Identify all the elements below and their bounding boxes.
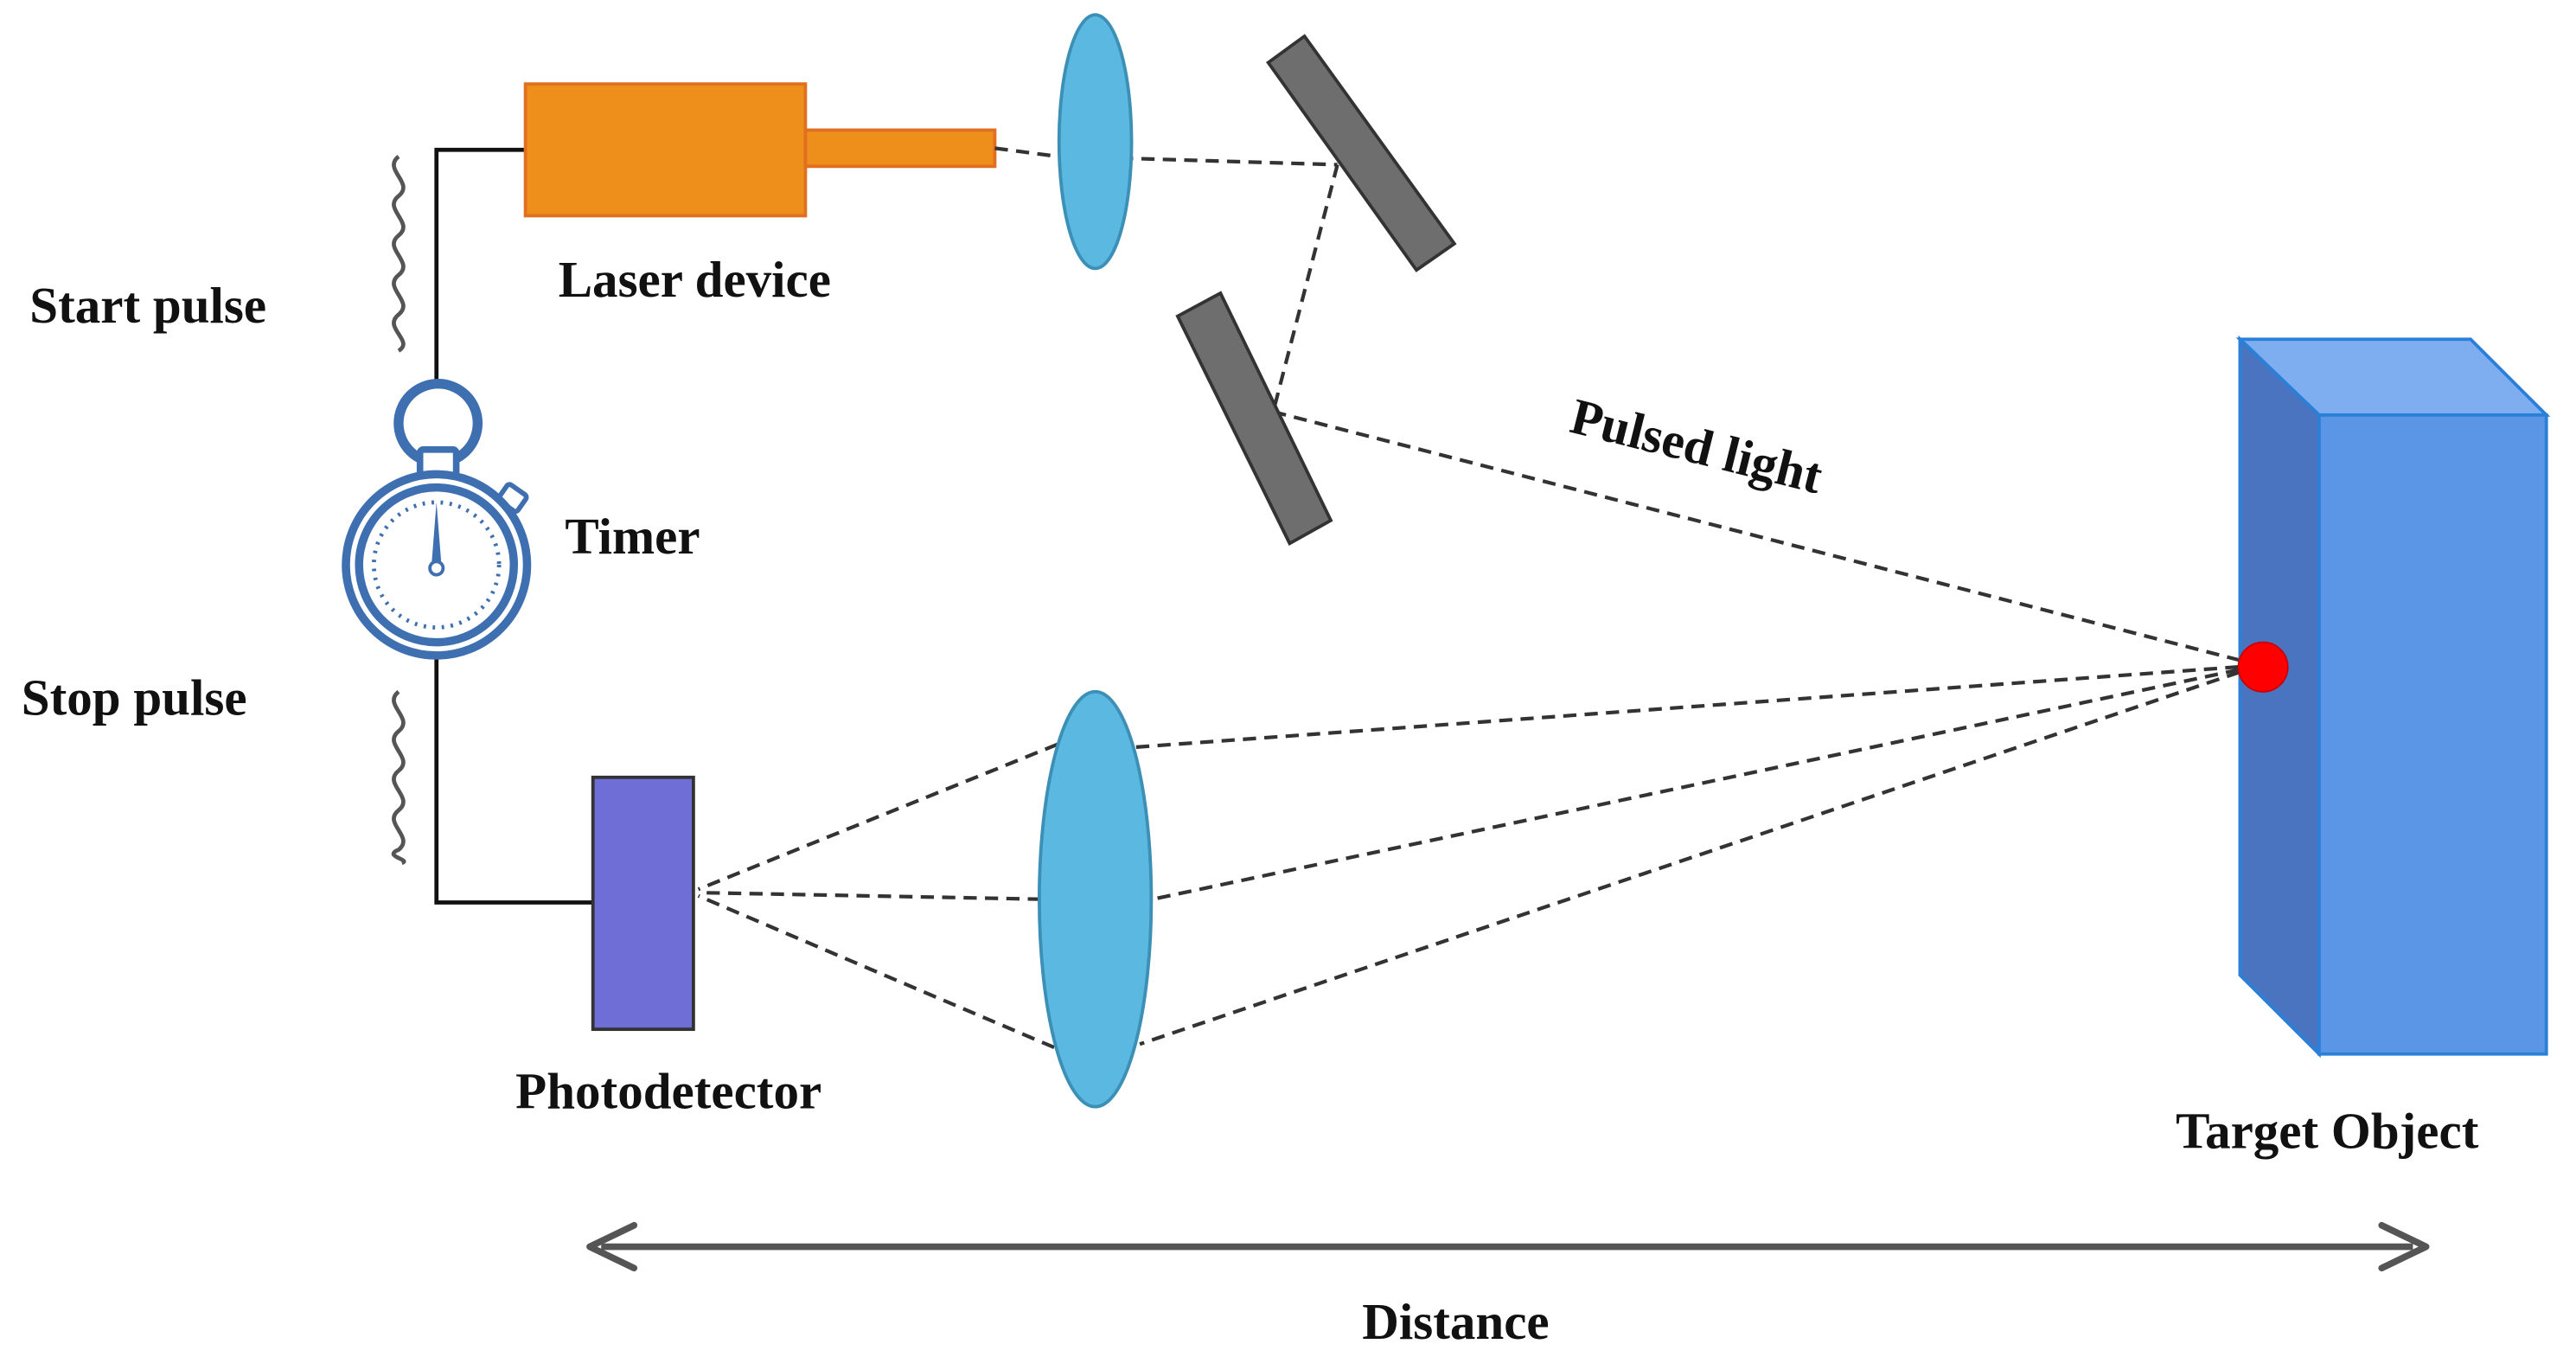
timer-label: Timer [565,508,700,565]
target-front [2317,413,2548,1056]
start-wire [434,147,527,393]
mirror-lower [1175,291,1333,547]
distance-label: Distance [1362,1293,1549,1350]
return-beam-bottom [1139,663,2260,1046]
photodetector-label: Photodetector [515,1063,821,1120]
photodetector [591,775,695,1032]
laser-nozzle [803,128,997,169]
receive-lens [1037,689,1154,1109]
start-pulse-squiggle [392,155,406,353]
stopwatch-icon [342,378,532,660]
laser-spot [2237,641,2289,693]
focus-beam-bottom [697,893,1055,1050]
return-beam-top [1128,663,2260,750]
stop-wire [434,650,593,905]
return-beam-middle [1152,663,2260,901]
target-object [2235,335,2551,1059]
laser-body [523,82,808,218]
stop-pulse-label: Stop pulse [22,669,247,726]
target-side [2238,335,2321,1059]
beam-paths [697,146,2260,1050]
laser-device-label: Laser device [559,251,831,308]
target-object-label: Target Object [2176,1102,2479,1159]
laser-device [523,82,997,218]
mirror-upper [1265,34,1457,272]
stop-pulse-squiggle [391,689,406,866]
beam-laser-to-lens [994,146,1071,160]
beam-mirror1-to-mirror2 [1271,163,1339,413]
transmit-lens [1057,13,1134,271]
focus-beam-middle [698,891,1041,901]
focus-beam-top [697,742,1058,892]
beam-lens-to-mirror1 [1120,156,1338,167]
distance-arrow [586,1221,2430,1272]
wiring [434,147,593,905]
pulsed-light-label: Pulsed light [1565,387,1828,504]
start-pulse-label: Start pulse [29,277,266,334]
